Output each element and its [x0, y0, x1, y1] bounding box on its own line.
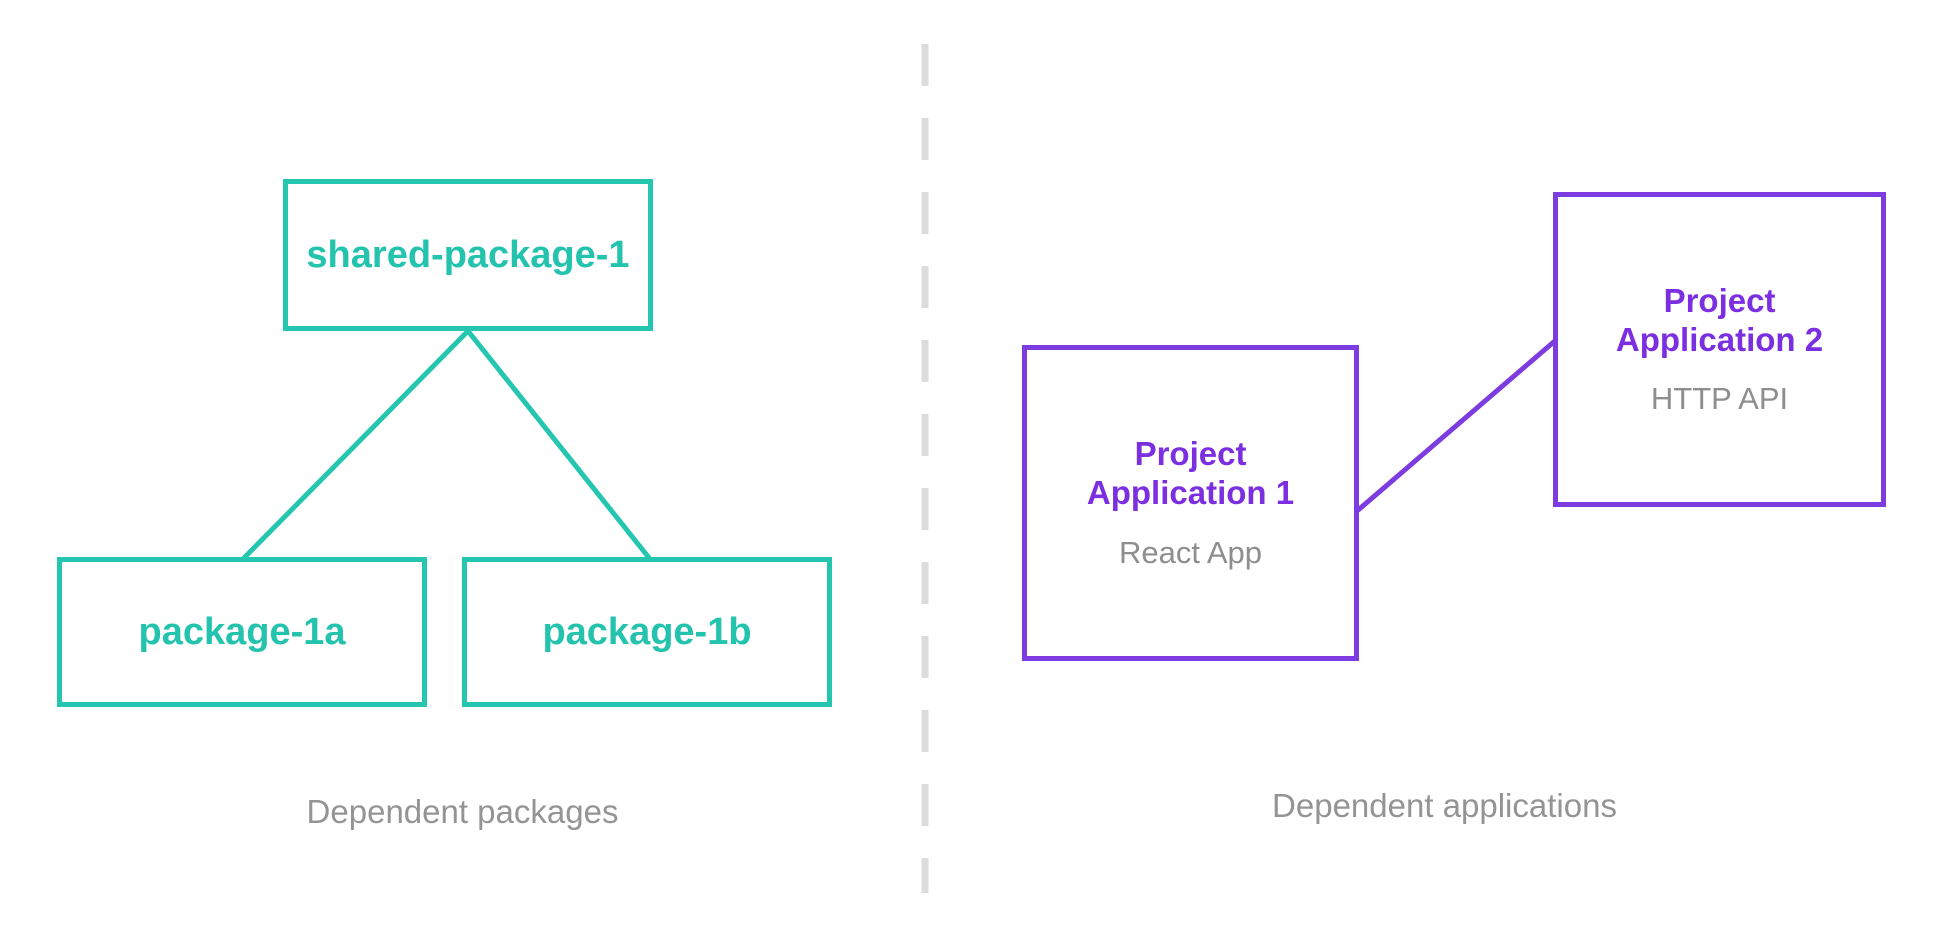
- node-package-1b-label: package-1b: [542, 610, 752, 653]
- node-package-1b[interactable]: package-1b: [462, 557, 832, 707]
- node-project-application-2[interactable]: Project Application 2 HTTP API: [1553, 192, 1886, 507]
- caption-dependent-packages: Dependent packages: [306, 793, 619, 830]
- edge-shared-package-1-to-package-1a: [241, 329, 470, 561]
- node-project-application-1-label: Project Application 1: [1086, 435, 1295, 511]
- node-project-application-2-label: Project Application 2: [1615, 281, 1824, 358]
- node-shared-package-1-label: shared-package-1: [306, 233, 630, 276]
- node-project-application-1-subtitle: React App: [1118, 534, 1263, 570]
- node-package-1a-label: package-1a: [138, 610, 346, 653]
- caption-dependent-applications: Dependent applications: [1272, 787, 1617, 824]
- node-project-application-2-subtitle: HTTP API: [1650, 381, 1789, 417]
- node-package-1a[interactable]: package-1a: [57, 557, 427, 707]
- edge-project-application-1-to-project-application-2: [1355, 338, 1558, 513]
- edge-shared-package-1-to-package-1b: [466, 329, 652, 561]
- node-shared-package-1[interactable]: shared-package-1: [283, 179, 653, 331]
- node-project-application-1[interactable]: Project Application 1 React App: [1022, 345, 1359, 661]
